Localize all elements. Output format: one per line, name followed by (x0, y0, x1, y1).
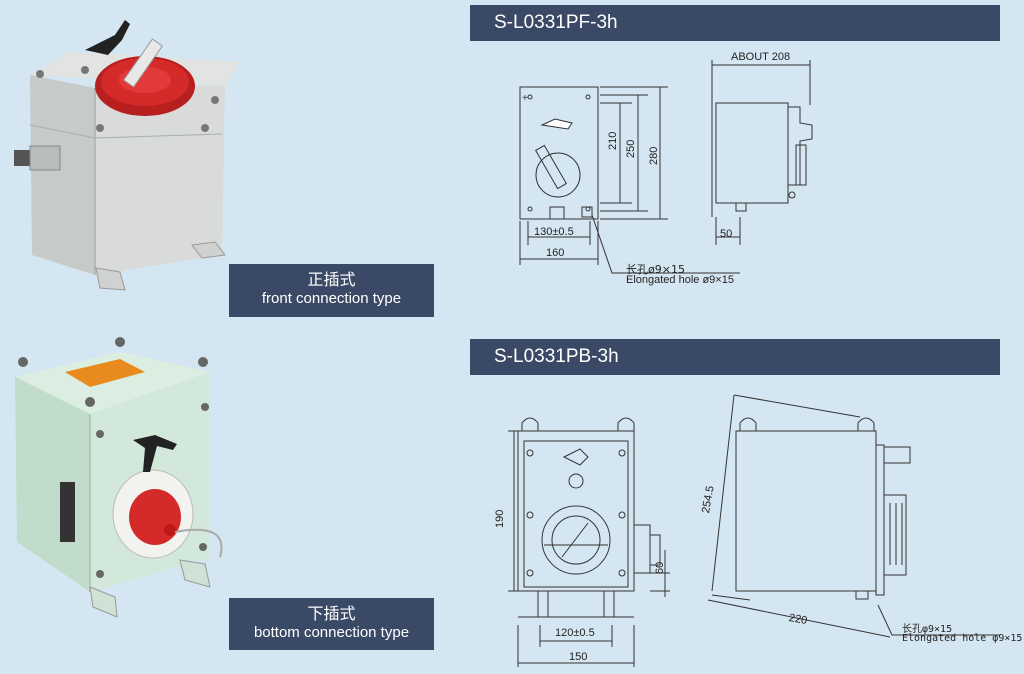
front-connection-product-photo (14, 20, 240, 291)
dim-about-208: ABOUT 208 (731, 51, 791, 63)
dim-160: 160 (546, 247, 565, 259)
bottom-connection-label: 下插式 bottom connection type (229, 598, 434, 650)
dim-190: 190 (494, 509, 506, 528)
hole-label-zh: 长孔ø9×15 (626, 263, 685, 276)
dim-130: 130±0.5 (534, 226, 574, 238)
hole-label-en: Elongated hole ø9×15 (626, 274, 734, 286)
bottom-connection-label-zh: 下插式 (307, 604, 356, 623)
dim-50: 50 (720, 228, 733, 240)
bottom-connection-label-en: bottom connection type (253, 624, 410, 641)
dim-150: 150 (569, 651, 588, 663)
dim-60: 60 (654, 561, 666, 574)
dim-210: 210 (607, 131, 619, 150)
bottom-model-header: S-L0331PB-3h (470, 339, 1000, 375)
bottom-connection-product-photo (15, 337, 223, 618)
hole-label-en-bottom: Elongated hole φ9×15 (902, 633, 1023, 644)
front-connection-label: 正插式 front connection type (229, 264, 434, 317)
dim-280: 280 (648, 146, 660, 165)
front-model-header: S-L0331PF-3h (470, 5, 1000, 41)
hole-label-zh-bottom: 长孔φ9×15 (902, 624, 953, 635)
bottom-connection-drawing (508, 394, 1000, 667)
front-connection-label-zh: 正插式 (307, 270, 356, 289)
svg-text:+: + (522, 93, 528, 104)
dim-120: 120±0.5 (555, 627, 595, 639)
front-connection-drawing: + (519, 60, 813, 274)
front-connection-label-en: front connection type (261, 290, 402, 307)
dim-250: 250 (625, 139, 637, 158)
